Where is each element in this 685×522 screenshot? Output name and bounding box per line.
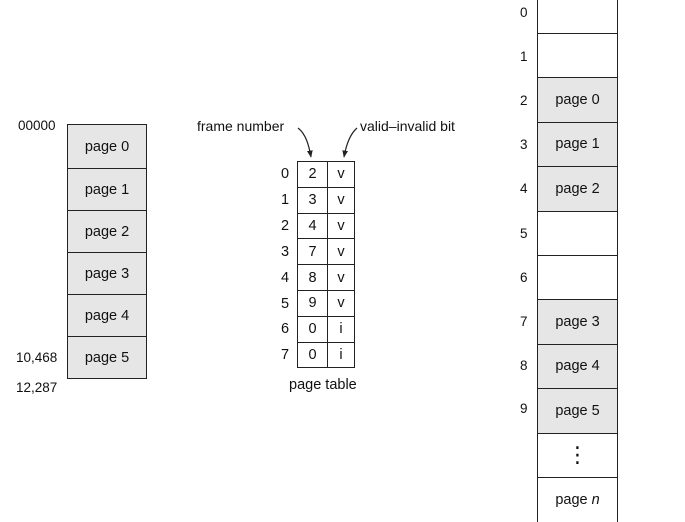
page-table-caption: page table (289, 377, 357, 393)
pt-frame: 9 (297, 290, 327, 316)
frame-3: page 1 (537, 122, 618, 168)
pt-frame: 0 (297, 342, 327, 368)
pt-index-6: 6 (281, 321, 290, 337)
address-start: 00000 (18, 118, 56, 133)
pt-index-5: 5 (281, 296, 290, 312)
page-table-row: 3 v (297, 187, 355, 214)
page-table-row: 7 v (297, 239, 355, 266)
frame-7: page 3 (537, 300, 618, 345)
pt-index-4: 4 (281, 270, 290, 286)
frame-ellipsis: ⋮ (537, 433, 618, 478)
pt-frame: 7 (297, 239, 327, 265)
pt-bit: v (327, 162, 355, 187)
pt-bit: v (327, 187, 355, 213)
frame-index-4: 4 (520, 181, 528, 196)
frame-index-2: 2 (520, 93, 528, 108)
pt-bit: v (327, 213, 355, 239)
vertical-ellipsis: ⋮ (566, 442, 589, 468)
pt-frame: 8 (297, 265, 327, 290)
pt-index-1: 1 (281, 192, 290, 208)
frame-index-9: 9 (520, 401, 528, 416)
pt-bit: i (327, 316, 355, 342)
frame-1 (537, 34, 618, 79)
pt-frame: 3 (297, 187, 327, 213)
pt-bit: i (327, 342, 355, 368)
pt-index-0: 0 (281, 166, 290, 182)
frame-n-var: n (591, 492, 600, 509)
logical-memory: page 0 page 1 page 2 page 3 page 4 page … (67, 124, 147, 379)
page-table-row: 0 i (297, 316, 355, 343)
page-table-row: 0 i (297, 342, 355, 369)
logical-page-4: page 4 (67, 295, 147, 337)
frame-number-arrow (297, 127, 313, 158)
pt-frame: 2 (297, 162, 327, 187)
frame-0 (537, 0, 618, 34)
frame-index-3: 3 (520, 137, 528, 152)
address-end: 12,287 (16, 380, 58, 395)
frame-4: page 2 (537, 167, 618, 212)
pt-index-2: 2 (281, 218, 290, 234)
pt-frame: 4 (297, 213, 327, 239)
pt-index-3: 3 (281, 244, 290, 260)
page-table-row: 2 v (297, 162, 355, 188)
logical-page-2: page 2 (67, 211, 147, 253)
page-table-row: 8 v (297, 265, 355, 291)
frame-index-6: 6 (520, 270, 528, 285)
physical-memory: page 0 page 1 page 2 page 3 page 4 page … (537, 0, 618, 522)
frame-5 (537, 211, 618, 256)
page-table: 2 v 3 v 4 v 7 v 8 v 9 v 0 i 0 i (297, 161, 355, 369)
pt-bit: v (327, 239, 355, 265)
pt-bit: v (327, 290, 355, 316)
frame-6 (537, 255, 618, 301)
pt-index-7: 7 (281, 347, 290, 363)
page-table-row: 4 v (297, 213, 355, 240)
logical-page-3: page 3 (67, 253, 147, 295)
frame-2: page 0 (537, 78, 618, 123)
frame-index-0: 0 (520, 5, 528, 20)
address-page5-start: 10,468 (16, 350, 58, 365)
frame-index-1: 1 (520, 49, 528, 64)
logical-page-5: page 5 (67, 337, 147, 379)
frame-8: page 4 (537, 344, 618, 390)
logical-page-0: page 0 (67, 124, 147, 169)
valid-bit-arrow (342, 127, 358, 158)
logical-page-1: page 1 (67, 169, 147, 211)
frame-n-prefix: page (555, 492, 592, 509)
frame-index-7: 7 (520, 314, 528, 329)
page-table-row: 9 v (297, 290, 355, 317)
pt-bit: v (327, 265, 355, 290)
label-arrows (297, 127, 358, 158)
frame-9: page 5 (537, 389, 618, 434)
frame-number-label: frame number (197, 118, 285, 134)
frame-index-8: 8 (520, 358, 528, 373)
pt-frame: 0 (297, 316, 327, 342)
frame-index-5: 5 (520, 226, 528, 241)
frame-n: page n (537, 477, 618, 522)
valid-invalid-bit-label: valid–invalid bit (360, 118, 455, 134)
